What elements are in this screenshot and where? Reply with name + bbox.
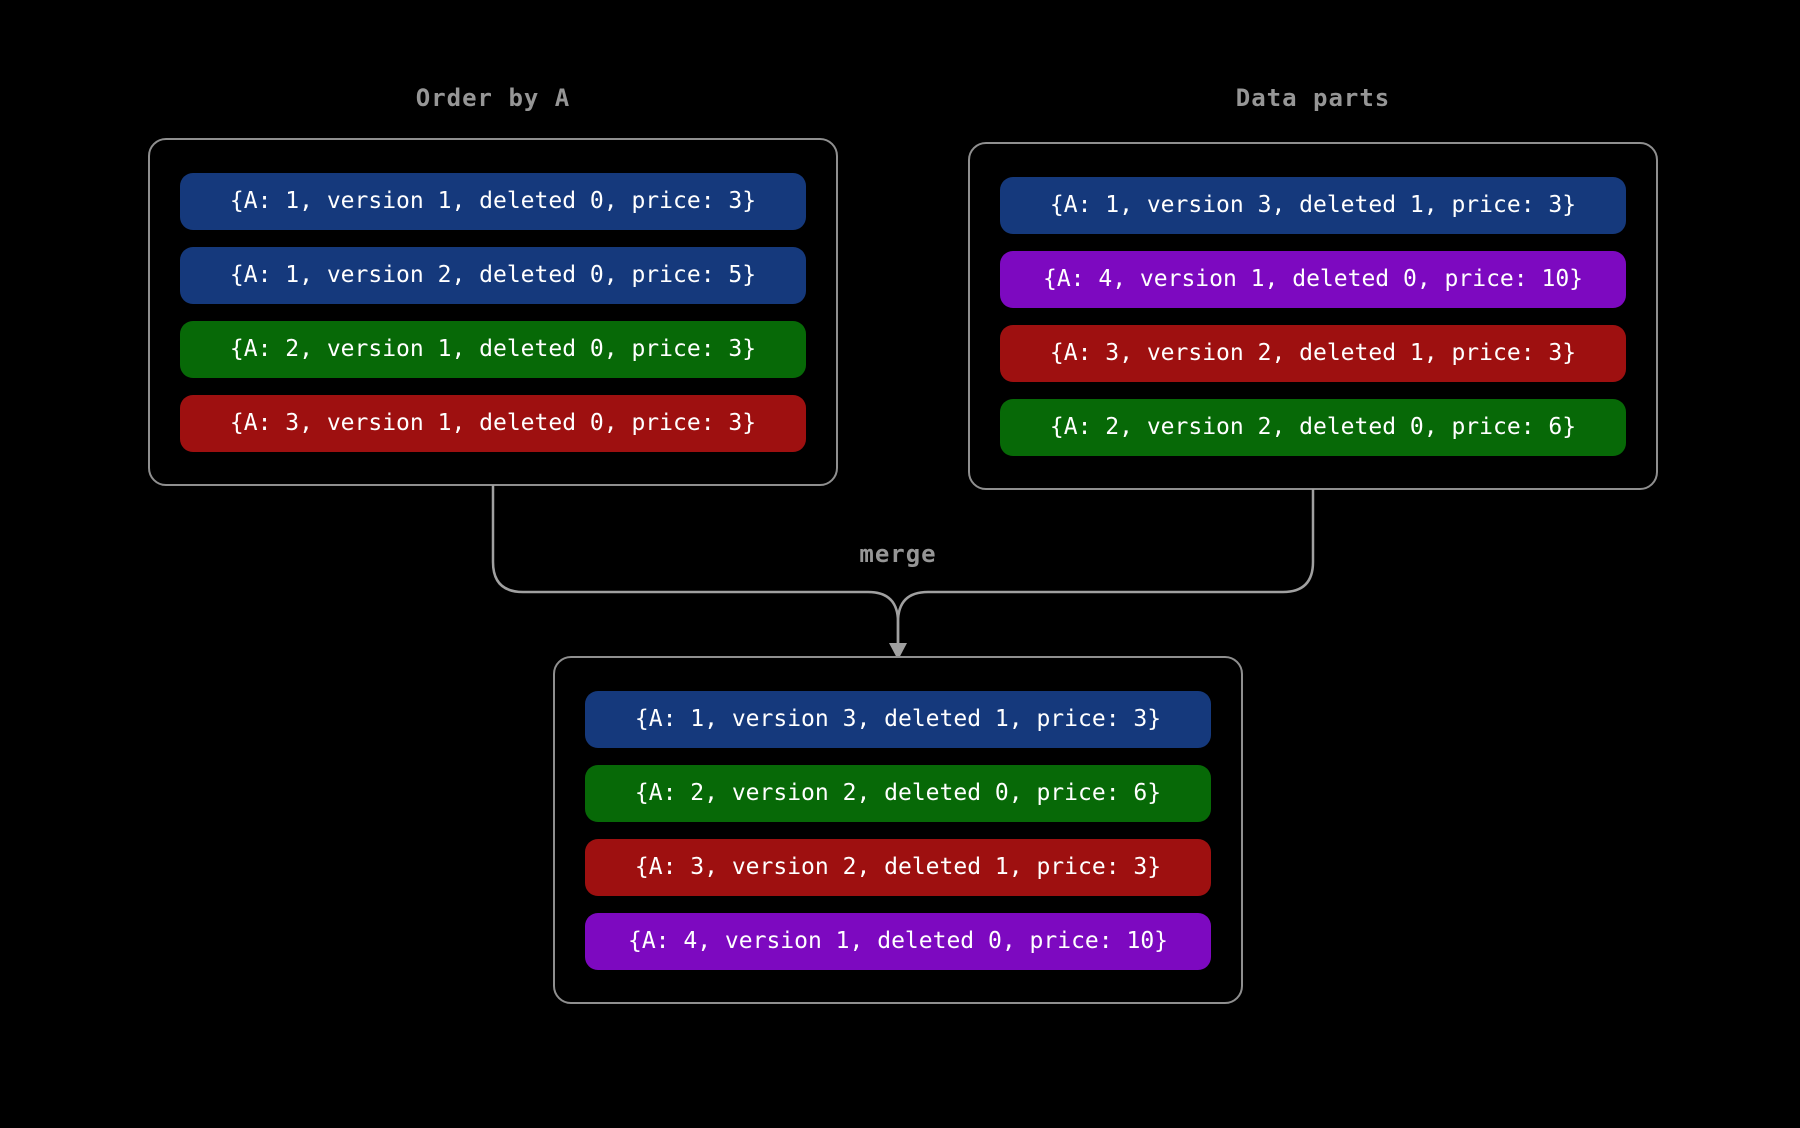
data-part-row: {A: 1, version 3, deleted 1, price: 3} bbox=[1000, 176, 1626, 234]
data-part-row: {A: 4, version 1, deleted 0, price: 10} bbox=[1000, 250, 1626, 308]
data-part-row: {A: 1, version 1, deleted 0, price: 3} bbox=[180, 172, 806, 230]
merged-result-panel: {A: 1, version 3, deleted 1, price: 3} {… bbox=[553, 656, 1243, 1004]
left-panel-title: Order by A bbox=[415, 84, 571, 112]
order-by-a-panel: {A: 1, version 1, deleted 0, price: 3} {… bbox=[148, 138, 838, 486]
data-part-row: {A: 2, version 1, deleted 0, price: 3} bbox=[180, 320, 806, 378]
data-part-row: {A: 3, version 1, deleted 0, price: 3} bbox=[180, 394, 806, 452]
data-part-row: {A: 2, version 2, deleted 0, price: 6} bbox=[585, 764, 1211, 822]
data-part-row: {A: 3, version 2, deleted 1, price: 3} bbox=[1000, 324, 1626, 382]
data-part-row: {A: 3, version 2, deleted 1, price: 3} bbox=[585, 838, 1211, 896]
merge-label: merge bbox=[859, 540, 937, 568]
data-part-row: {A: 1, version 3, deleted 1, price: 3} bbox=[585, 690, 1211, 748]
data-part-row: {A: 4, version 1, deleted 0, price: 10} bbox=[585, 912, 1211, 970]
data-part-row: {A: 1, version 2, deleted 0, price: 5} bbox=[180, 246, 806, 304]
right-panel-title: Data parts bbox=[1235, 84, 1391, 112]
data-parts-panel: {A: 1, version 3, deleted 1, price: 3} {… bbox=[968, 142, 1658, 490]
data-part-row: {A: 2, version 2, deleted 0, price: 6} bbox=[1000, 398, 1626, 456]
